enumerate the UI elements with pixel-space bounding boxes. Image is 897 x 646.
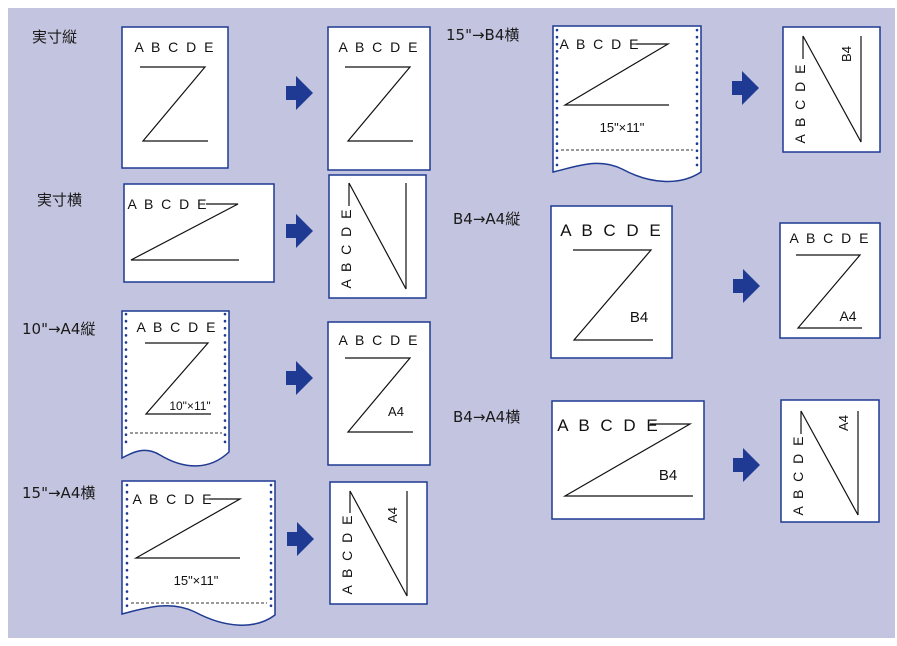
z-glyph (562, 43, 671, 106)
section-label-s6: B4→A4縦 (453, 210, 521, 228)
z-glyph-rotated (802, 35, 862, 143)
z-glyph-rotated (800, 410, 859, 516)
z-glyph (562, 423, 693, 497)
z-glyph (140, 66, 208, 142)
s1-source-page: A B C D E (121, 26, 229, 169)
fanfold-size-label: 15"×11" (600, 120, 645, 135)
paper-size-label-rotated: B4 (839, 46, 854, 62)
z-glyph (345, 357, 413, 433)
s7-result-page: A B C D E A4 (780, 399, 880, 523)
sample-letters: A B C D E (134, 39, 215, 55)
s4-fanfold-page: A B C D E 15"×11" (121, 480, 276, 626)
paper-size-label-rotated: A4 (385, 507, 400, 523)
z-glyph (796, 254, 862, 329)
sample-letters: A B C D E (789, 230, 870, 246)
sample-letters: A B C D E (560, 221, 664, 240)
z-glyph (572, 249, 653, 341)
sample-letters: A B C D E (127, 196, 208, 212)
sample-letters: A B C D E (557, 416, 661, 435)
fanfold-size-label: 10"×11" (169, 399, 210, 413)
right-arrow-icon (286, 361, 313, 395)
s3-result-page: A B C D E A4 (327, 321, 431, 466)
s7-source-page: A B C D E B4 (551, 400, 705, 520)
s5-result-page: A B C D E B4 (782, 26, 881, 153)
right-arrow-icon (286, 214, 313, 248)
sample-letters-rotated: A B C D E (792, 62, 808, 143)
sample-letters-rotated: A B C D E (790, 434, 806, 515)
paper-size-label: A4 (839, 308, 856, 324)
right-arrow-icon (733, 269, 760, 303)
right-arrow-icon (286, 76, 313, 110)
sample-letters-rotated: A B C D E (339, 513, 355, 594)
s4-result-page: A B C D E A4 (329, 481, 428, 605)
section-label-s2: 実寸横 (37, 191, 83, 209)
paper-size-label: A4 (388, 404, 404, 419)
z-glyph (130, 203, 239, 261)
right-arrow-icon (732, 71, 759, 105)
s5-fanfold-page: A B C D E 15"×11" (552, 25, 702, 183)
right-arrow-icon (733, 448, 760, 482)
z-glyph (144, 342, 211, 415)
sample-letters: A B C D E (338, 332, 419, 348)
sample-letters-rotated: A B C D E (338, 207, 354, 288)
fanfold-size-label: 15"×11" (174, 573, 219, 588)
sample-letters: A B C D E (132, 491, 213, 507)
sample-letters: A B C D E (559, 36, 640, 52)
z-glyph-rotated (348, 182, 407, 290)
z-glyph (345, 66, 413, 142)
z-glyph (133, 498, 243, 559)
paper-size-label: B4 (659, 467, 677, 484)
section-label-s7: B4→A4横 (453, 408, 521, 426)
s6-source-page: A B C D E B4 (550, 205, 673, 359)
z-glyph-rotated (349, 490, 408, 597)
s3-fanfold-page: A B C D E 10"×11" (121, 310, 230, 467)
paper-size-label: B4 (630, 309, 648, 326)
s2-source-page: A B C D E (123, 183, 275, 283)
s1-result-page: A B C D E (327, 26, 431, 171)
section-label-s1: 実寸縦 (32, 28, 78, 46)
section-label-s5: 15"→B4横 (446, 26, 520, 44)
right-arrow-icon (287, 522, 314, 556)
paper-size-label-rotated: A4 (836, 415, 851, 431)
s6-result-page: A B C D E A4 (779, 222, 881, 339)
section-label-s4: 15"→A4横 (22, 484, 96, 502)
sample-letters: A B C D E (338, 39, 419, 55)
sample-letters: A B C D E (136, 319, 217, 335)
section-label-s3: 10"→A4縦 (22, 320, 96, 338)
s2-result-page: A B C D E (328, 174, 427, 299)
